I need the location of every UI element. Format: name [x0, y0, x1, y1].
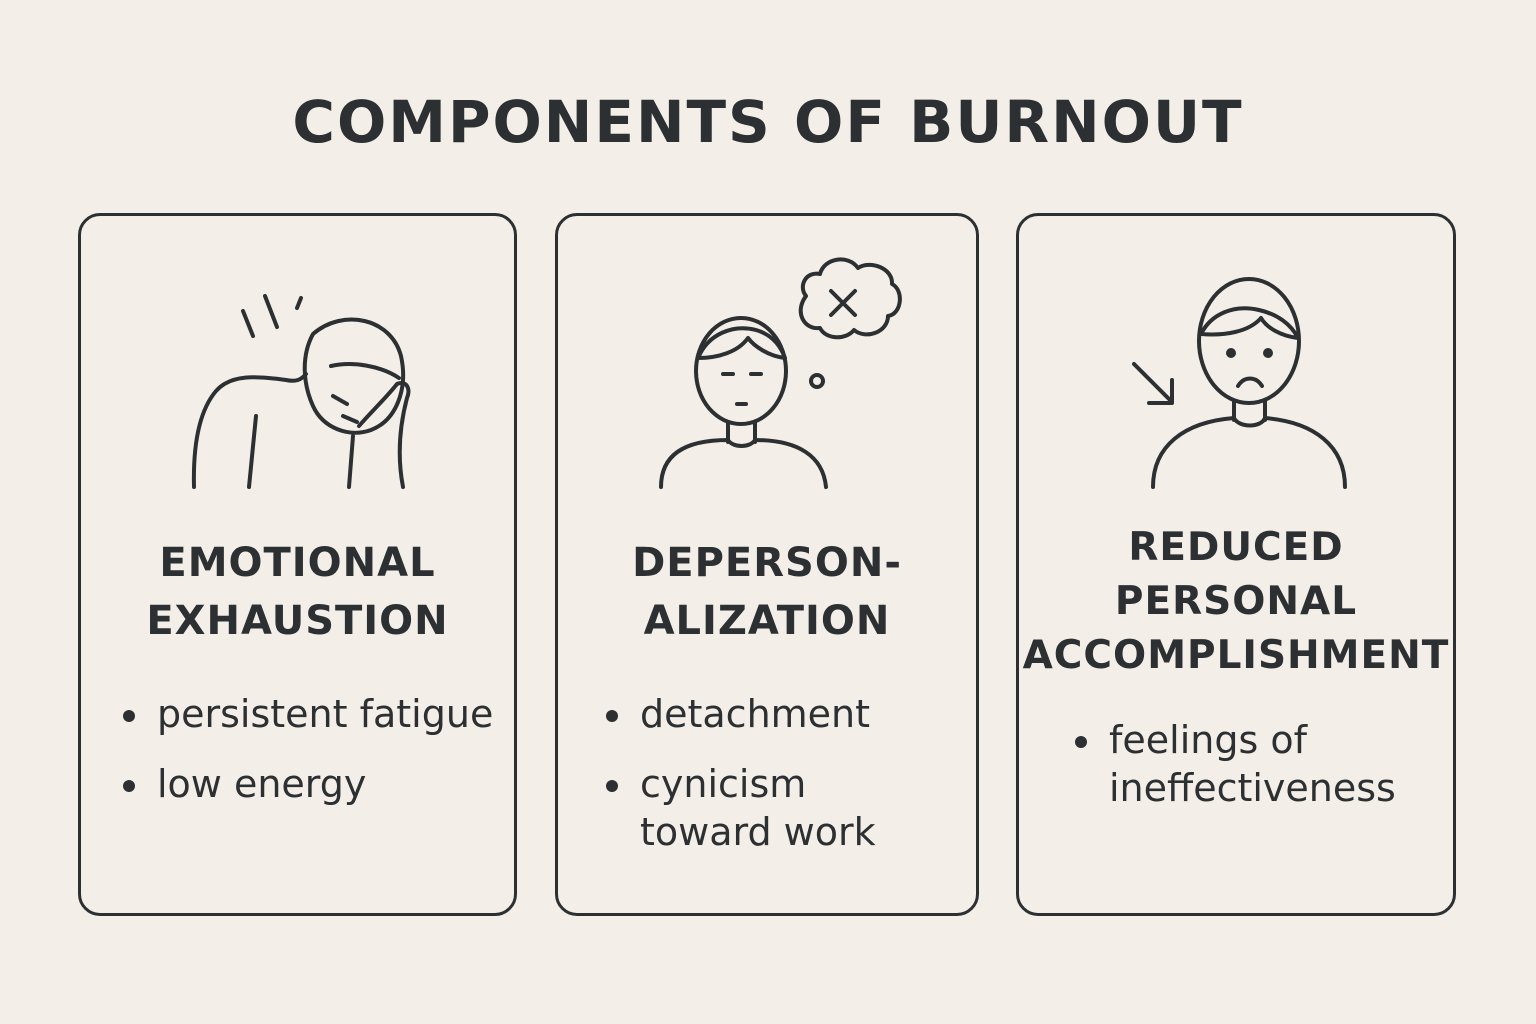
heading-line: EMOTIONAL: [159, 540, 436, 586]
bullet-list: feelings of ineffectiveness: [1073, 716, 1396, 834]
bullet-item: cynicism toward work: [604, 760, 876, 856]
bullet-item: persistent fatigue: [121, 690, 493, 738]
bullet-item: low energy: [121, 760, 493, 808]
sad-person-icon: [1019, 216, 1453, 516]
bullet-list: persistent fatigue low energy: [121, 690, 493, 830]
heading-line: EXHAUSTION: [146, 598, 449, 644]
card-depersonalization: DEPERSON- ALIZATION detachment cynicism …: [555, 213, 979, 916]
heading-line: ACCOMPLISHMENT: [1022, 633, 1450, 678]
heading-line: ALIZATION: [643, 598, 891, 644]
bullet-text: persistent fatigue: [157, 692, 494, 736]
bullet-text: feelings of: [1109, 718, 1307, 762]
bullet-text: toward work: [640, 810, 876, 854]
heading-line: REDUCED: [1128, 525, 1344, 570]
heading-line: DEPERSON-: [632, 540, 902, 586]
card-reduced-personal-accomplishment: REDUCED PERSONAL ACCOMPLISHMENT feelings…: [1016, 213, 1456, 916]
card-emotional-exhaustion: EMOTIONAL EXHAUSTION persistent fatigue …: [78, 213, 517, 916]
tired-person-icon: [81, 216, 514, 516]
bullet-item: detachment: [604, 690, 876, 738]
heading-line: PERSONAL: [1114, 579, 1358, 624]
card-heading: REDUCED PERSONAL ACCOMPLISHMENT: [1019, 521, 1453, 683]
bullet-text: ineffectiveness: [1109, 766, 1396, 810]
bullet-text: detachment: [640, 692, 871, 736]
bullet-text: cynicism: [640, 762, 807, 806]
bullet-text: low energy: [157, 762, 367, 806]
card-heading: DEPERSON- ALIZATION: [558, 534, 976, 650]
bullet-list: detachment cynicism toward work: [604, 690, 876, 878]
bullet-item: feelings of ineffectiveness: [1073, 716, 1396, 812]
card-heading: EMOTIONAL EXHAUSTION: [81, 534, 514, 650]
page-title: COMPONENTS OF BURNOUT: [292, 88, 1244, 156]
detached-person-thought-icon: [558, 216, 976, 516]
